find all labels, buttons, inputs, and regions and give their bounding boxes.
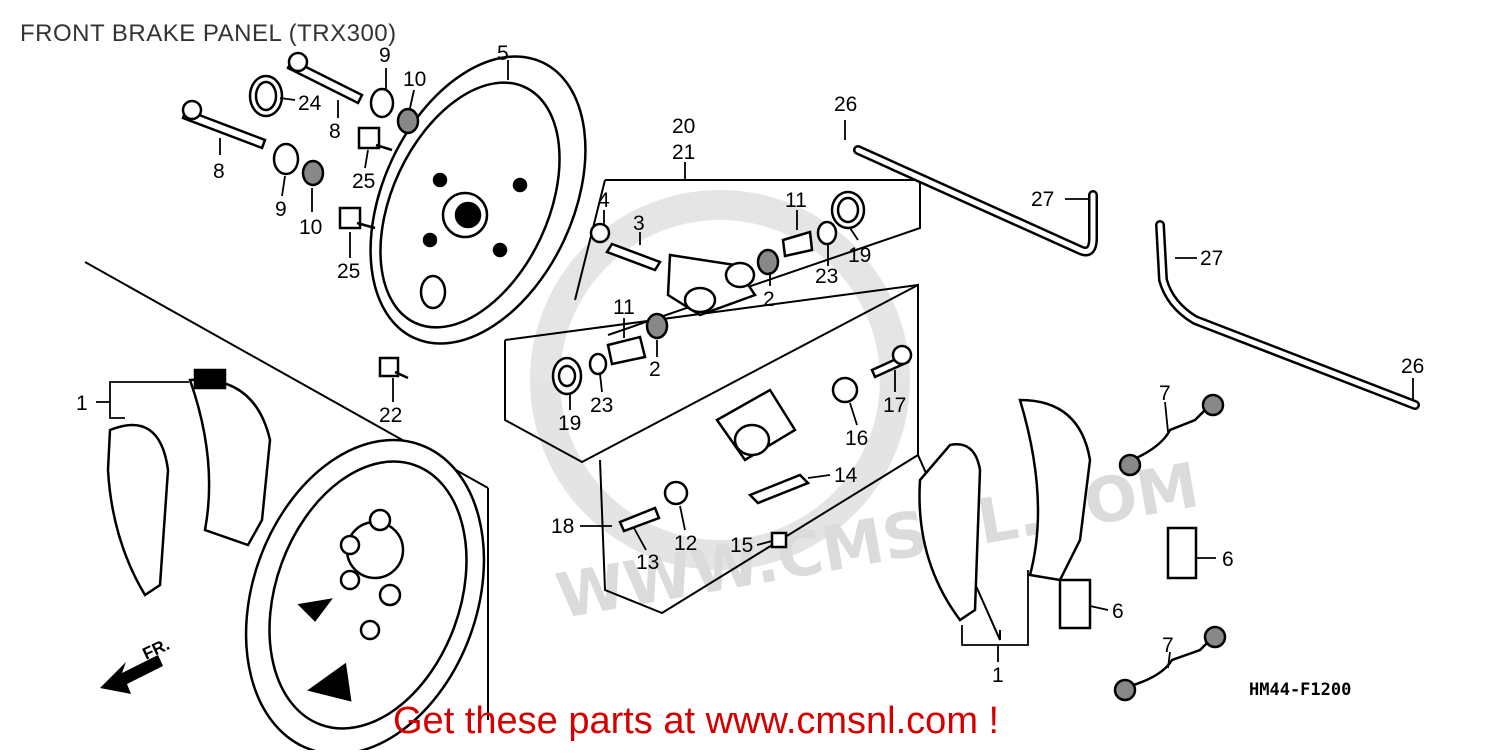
wheel-cylinder-group xyxy=(551,190,866,396)
left-hardware xyxy=(181,51,420,380)
callout-21: 21 xyxy=(672,141,695,164)
leader-lines xyxy=(96,60,1414,669)
callout-20: 20 xyxy=(672,115,695,138)
callout-25: 25 xyxy=(352,170,375,193)
callout-10: 10 xyxy=(299,216,322,239)
callout-19: 19 xyxy=(558,412,581,435)
adjuster-group xyxy=(618,344,913,549)
callout-4: 4 xyxy=(598,189,610,212)
callout-27: 27 xyxy=(1200,247,1223,270)
callout-11: 11 xyxy=(785,189,807,212)
callout-22: 22 xyxy=(379,404,402,427)
callout-6: 6 xyxy=(1112,600,1124,623)
callout-12: 12 xyxy=(674,532,697,555)
brake-panel xyxy=(369,55,587,345)
callout-3: 3 xyxy=(633,212,645,235)
callout-11: 11 xyxy=(613,296,635,319)
callout-7: 7 xyxy=(1159,382,1171,405)
callout-8: 8 xyxy=(329,120,341,143)
callout-26: 26 xyxy=(1401,355,1424,378)
callout-23: 23 xyxy=(815,265,838,288)
callout-18: 18 xyxy=(551,515,574,538)
callout-24: 24 xyxy=(298,92,322,115)
callout-14: 14 xyxy=(834,464,858,487)
page-title: FRONT BRAKE PANEL (TRX300) xyxy=(20,20,397,47)
callout-7: 7 xyxy=(1162,634,1174,657)
callout-10: 10 xyxy=(403,68,426,91)
callout-23: 23 xyxy=(590,394,613,417)
callout-5: 5 xyxy=(497,42,509,65)
callout-26: 26 xyxy=(834,93,857,116)
callout-8: 8 xyxy=(213,160,225,183)
callout-19: 19 xyxy=(848,244,871,267)
callout-17: 17 xyxy=(883,394,906,417)
callout-6: 6 xyxy=(1222,548,1234,571)
callout-25: 25 xyxy=(337,260,360,283)
front-direction-arrow: FR. xyxy=(100,635,173,694)
fr-label: FR. xyxy=(140,635,173,664)
callout-1: 1 xyxy=(992,664,1004,687)
callout-9: 9 xyxy=(379,44,391,67)
callout-13: 13 xyxy=(636,551,659,574)
brake-hoses-inner xyxy=(855,147,1418,408)
callout-1: 1 xyxy=(76,392,88,415)
springs-clips xyxy=(1058,393,1227,702)
brake-drum xyxy=(244,438,486,755)
brake-shoes-right xyxy=(918,398,1092,622)
diagram-code: HM44-F1200 xyxy=(1249,680,1352,700)
callout-2: 2 xyxy=(763,288,775,311)
callout-27: 27 xyxy=(1031,188,1054,211)
callout-2: 2 xyxy=(649,358,661,381)
brake-shoes-left xyxy=(106,368,272,597)
callout-9: 9 xyxy=(275,198,287,221)
callout-16: 16 xyxy=(845,427,868,450)
callout-numbers: 5 9 10 24 8 8 25 9 10 25 20 21 26 27 27 … xyxy=(76,42,1424,687)
promo-link[interactable]: Get these parts at www.cmsnl.com ! xyxy=(393,700,1000,742)
callout-15: 15 xyxy=(730,534,753,557)
